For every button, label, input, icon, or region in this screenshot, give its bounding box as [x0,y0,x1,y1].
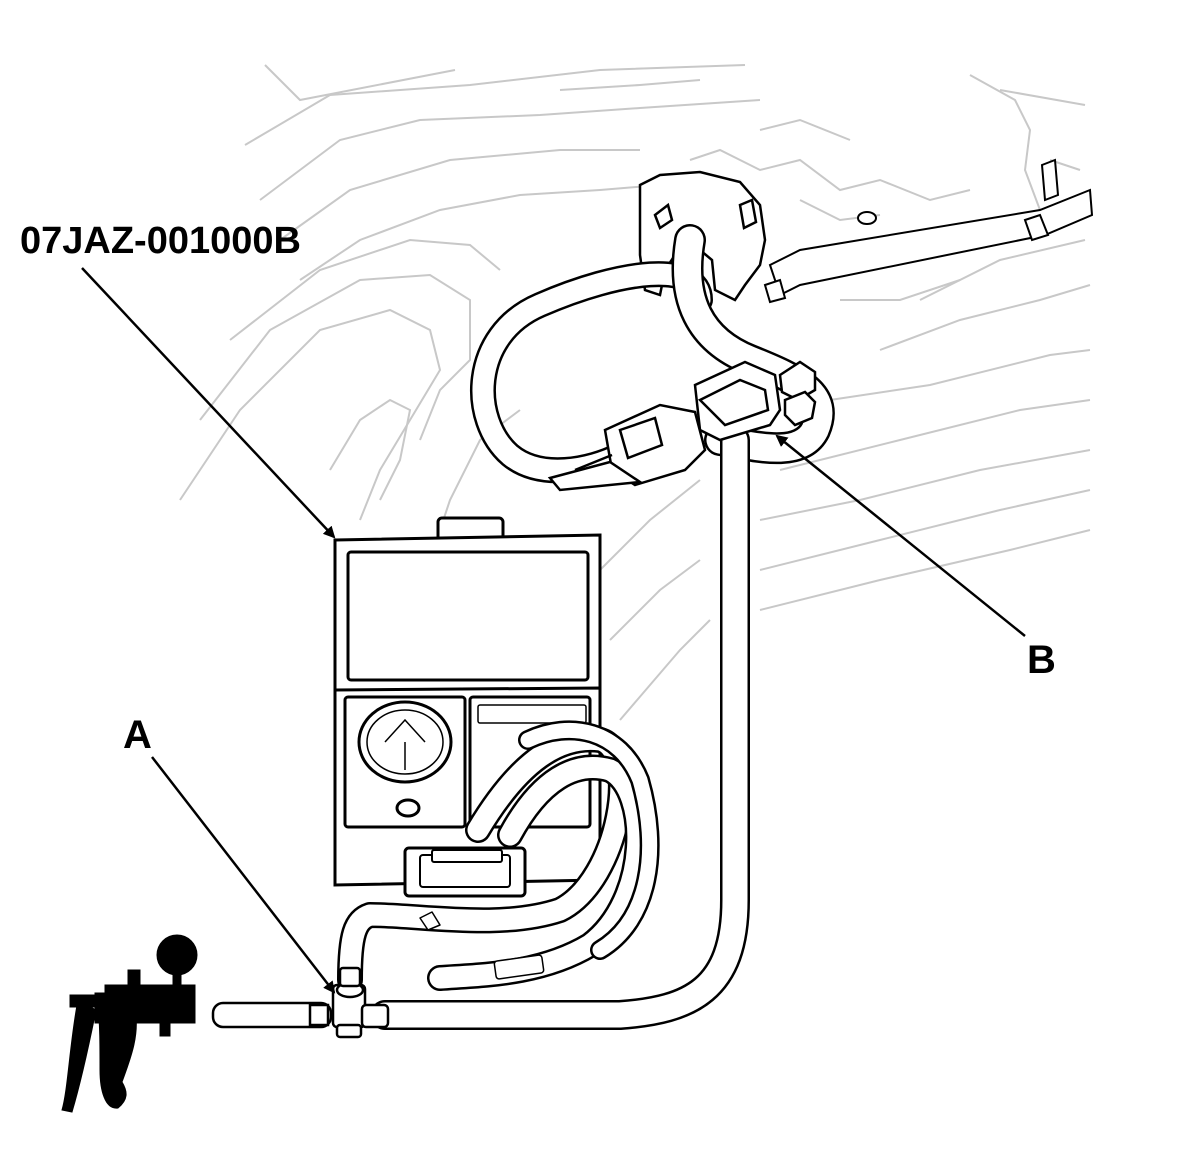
hand-pump [61,934,198,1113]
frame-bracket [763,158,1094,304]
pressure-tester-box [333,516,602,898]
long-test-hose [370,425,750,1030]
leader-lines [81,267,1026,994]
callout-label-b: B [1027,638,1056,682]
leader-tool [81,267,336,539]
t-joint-a [211,966,390,1039]
tester-hoses [337,720,660,993]
leader-b [775,434,1026,637]
connector-b [547,360,817,492]
tool-number-label: 07JAZ-001000B [20,220,301,262]
leader-a [151,756,336,994]
callout-label-a: A [123,713,152,757]
underbody-background [179,64,1091,721]
